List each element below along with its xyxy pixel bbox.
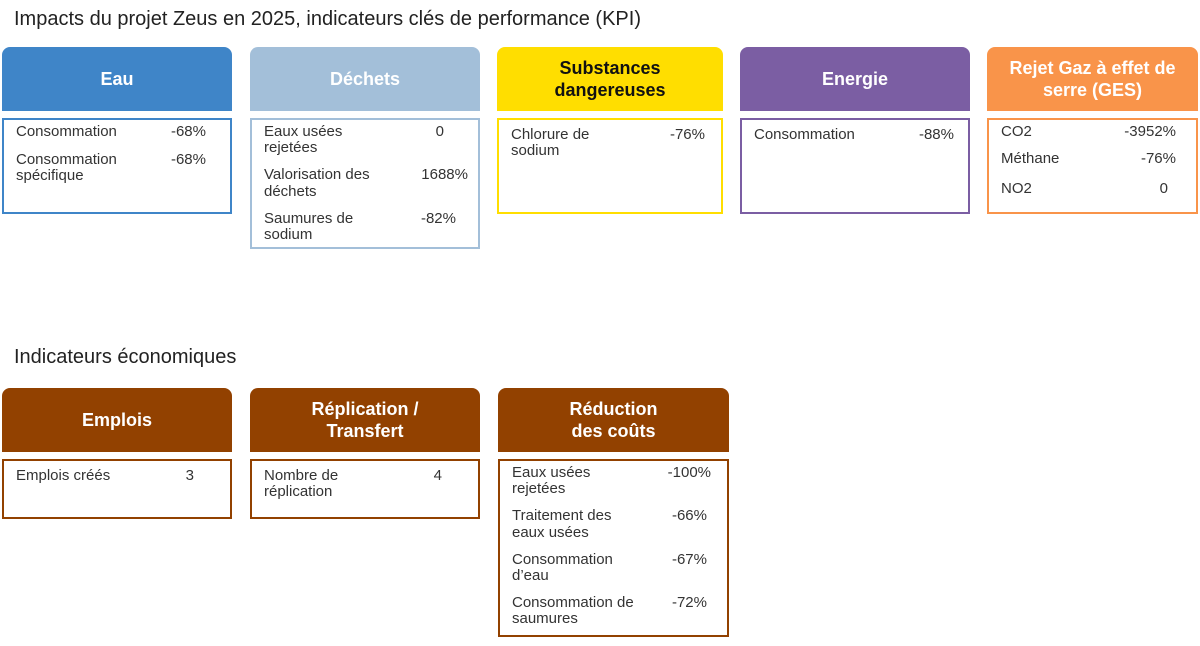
card-emplois-body: Emplois créés 3 (2, 459, 232, 519)
card-energie-title: Energie (821, 68, 889, 89)
kpi-row: Consommation d’eau -67% (512, 550, 711, 584)
kpi-value: 4 (433, 467, 442, 484)
card-ges: Rejet Gaz à effet de serre (GES) CO2 -39… (987, 47, 1198, 214)
card-reduction-title: Réduction des coûts (569, 398, 658, 442)
card-eau-header: Eau (2, 47, 232, 111)
card-eau-title: Eau (100, 68, 134, 89)
card-energie-header: Energie (740, 47, 970, 111)
card-replication: Réplication / Transfert Nombre de réplic… (250, 388, 480, 519)
kpi-value: -68% (170, 123, 206, 140)
card-substances: Substances dangereuses Chlorure de sodiu… (497, 47, 723, 214)
kpi-value: -66% (671, 507, 707, 525)
kpi-row: Eaux usées rejetées 0 (264, 123, 468, 157)
kpi-label: Eaux usées rejetées (512, 464, 591, 498)
kpi-value: 0 (1159, 180, 1168, 198)
kpi-value: 1688% (421, 166, 468, 184)
kpi-label: Consommation de saumures (512, 594, 634, 628)
card-emplois-header: Emplois (2, 388, 232, 452)
kpi-label: Méthane (1001, 150, 1060, 168)
kpi-row: Emplois créés 3 (16, 467, 220, 484)
card-dechets-header: Déchets (250, 47, 480, 111)
kpi-row: Nombre de réplication 4 (264, 467, 468, 501)
kpi-value: 0 (435, 123, 444, 140)
card-replication-title: Réplication / Transfert (311, 398, 419, 442)
kpi-row: CO2 -3952% (1001, 123, 1176, 140)
kpi-value: -68% (170, 151, 206, 169)
card-dechets: Déchets Eaux usées rejetées 0 Valorisati… (250, 47, 480, 249)
kpi-value: -76% (669, 126, 705, 143)
eco-section-title: Indicateurs économiques (14, 346, 237, 368)
kpi-label: Valorisation des déchets (264, 166, 370, 200)
kpi-row: Eaux usées rejetées -100% (512, 464, 711, 498)
card-eau-body: Consommation -68% Consommation spécifiqu… (2, 118, 232, 214)
kpi-label: Chlorure de sodium (511, 126, 590, 160)
card-reduction-body: Eaux usées rejetées -100% Traitement des… (498, 459, 729, 637)
card-emplois-title: Emplois (81, 409, 152, 430)
kpi-label: Consommation (16, 123, 117, 140)
kpi-row: Valorisation des déchets 1688% (264, 166, 468, 200)
kpi-value: -88% (918, 126, 954, 143)
kpi-label: Traitement des eaux usées (512, 507, 612, 541)
kpi-row: Saumures de sodium -82% (264, 209, 468, 243)
kpi-label: CO2 (1001, 123, 1032, 140)
kpi-value: -3952% (1124, 123, 1176, 140)
card-substances-title: Substances dangereuses (554, 57, 666, 101)
card-energie: Energie Consommation -88% (740, 47, 970, 214)
kpi-label: Eaux usées rejetées (264, 123, 343, 157)
card-eau: Eau Consommation -68% Consommation spéci… (2, 47, 232, 214)
kpi-label: Saumures de sodium (264, 209, 354, 243)
kpi-row: Méthane -76% (1001, 150, 1176, 168)
kpi-label: NO2 (1001, 180, 1032, 198)
card-reduction-header: Réduction des coûts (498, 388, 729, 452)
card-substances-body: Chlorure de sodium -76% (497, 118, 723, 214)
card-ges-title: Rejet Gaz à effet de serre (GES) (1009, 57, 1176, 101)
kpi-row: Consommation de saumures -72% (512, 594, 711, 628)
kpi-section-title: Impacts du projet Zeus en 2025, indicate… (14, 8, 641, 30)
card-emplois: Emplois Emplois créés 3 (2, 388, 232, 519)
kpi-value: -100% (667, 464, 711, 481)
card-ges-header: Rejet Gaz à effet de serre (GES) (987, 47, 1198, 111)
card-replication-body: Nombre de réplication 4 (250, 459, 480, 519)
kpi-row: NO2 0 (1001, 181, 1176, 197)
card-ges-body: CO2 -3952% Méthane -76% NO2 0 (987, 118, 1198, 214)
card-dechets-body: Eaux usées rejetées 0 Valorisation des d… (250, 118, 480, 249)
kpi-value: -67% (671, 550, 707, 568)
kpi-label: Consommation spécifique (16, 151, 117, 185)
kpi-row: Consommation -88% (754, 126, 958, 143)
kpi-row: Chlorure de sodium -76% (511, 126, 711, 160)
card-energie-body: Consommation -88% (740, 118, 970, 214)
kpi-label: Consommation (754, 126, 855, 143)
kpi-row: Traitement des eaux usées -66% (512, 507, 711, 541)
card-substances-header: Substances dangereuses (497, 47, 723, 111)
kpi-label: Nombre de réplication (264, 467, 339, 501)
kpi-label: Emplois créés (16, 467, 111, 484)
card-replication-header: Réplication / Transfert (250, 388, 480, 452)
kpi-value: -76% (1140, 150, 1176, 168)
kpi-value: -72% (671, 594, 707, 612)
kpi-value: 3 (185, 467, 194, 484)
kpi-value: -82% (420, 209, 456, 227)
kpi-label: Consommation d’eau (512, 550, 613, 584)
kpi-row: Consommation spécifique -68% (16, 151, 220, 185)
kpi-row: Consommation -68% (16, 123, 220, 140)
card-reduction-couts: Réduction des coûts Eaux usées rejetées … (498, 388, 729, 637)
card-dechets-title: Déchets (329, 68, 401, 89)
